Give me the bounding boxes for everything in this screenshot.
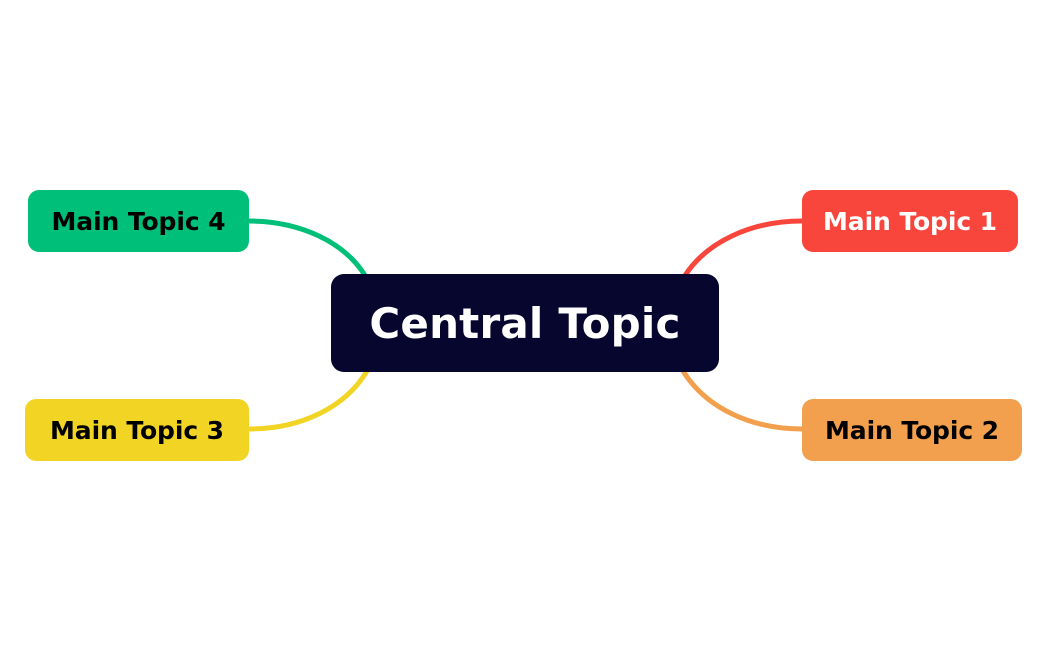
node-main-topic-2[interactable]: Main Topic 2 bbox=[802, 399, 1022, 461]
node-main-topic-4[interactable]: Main Topic 4 bbox=[28, 190, 249, 252]
connector-topic-1 bbox=[681, 218, 805, 280]
node-central-topic[interactable]: Central Topic bbox=[331, 274, 719, 372]
node-label-main-topic-4: Main Topic 4 bbox=[51, 206, 226, 236]
connector-topic-3 bbox=[246, 368, 370, 432]
node-label-main-topic-1: Main Topic 1 bbox=[823, 206, 997, 236]
connector-topic-2 bbox=[680, 368, 805, 432]
node-main-topic-3[interactable]: Main Topic 3 bbox=[25, 399, 249, 461]
node-main-topic-1[interactable]: Main Topic 1 bbox=[802, 190, 1018, 252]
node-label-main-topic-2: Main Topic 2 bbox=[825, 415, 999, 445]
node-label-central-topic: Central Topic bbox=[369, 298, 681, 348]
connector-topic-4 bbox=[246, 218, 369, 280]
node-label-main-topic-3: Main Topic 3 bbox=[50, 415, 224, 445]
